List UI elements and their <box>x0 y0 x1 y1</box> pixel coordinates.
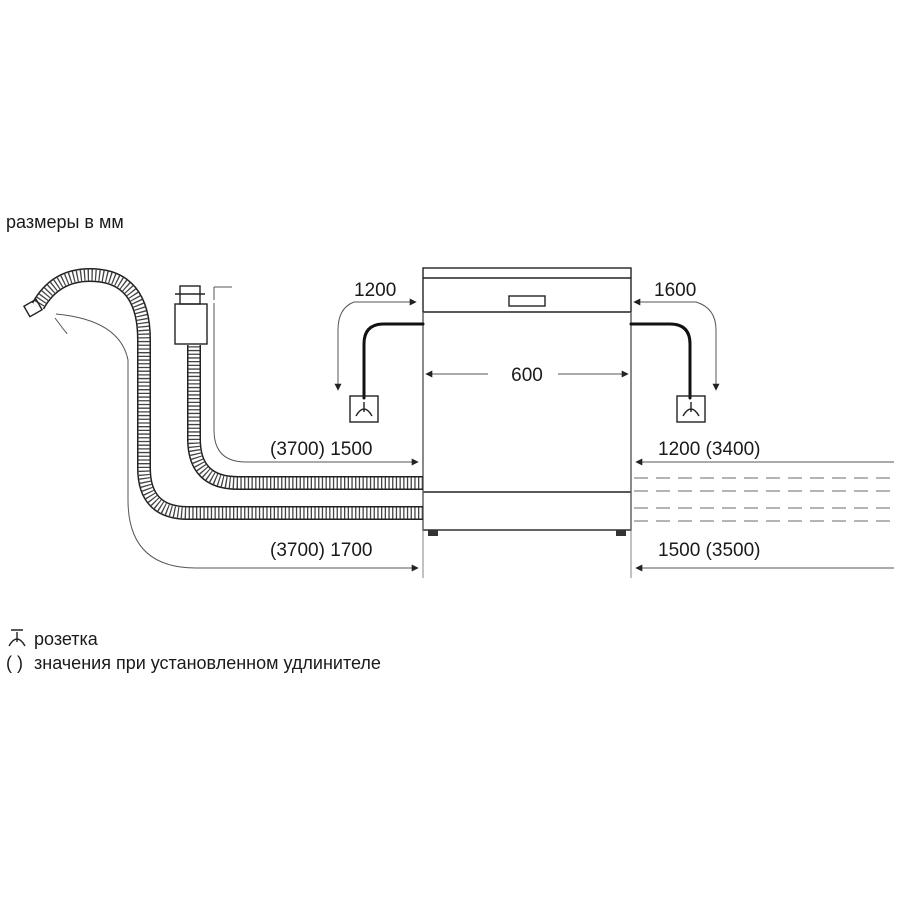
drain-connector <box>174 285 208 345</box>
legend-paren-symbol: ( ) <box>6 653 23 673</box>
legend-socket-label: розетка <box>34 629 99 649</box>
width-dimension: 600 <box>425 365 629 386</box>
right-hose: 1600 <box>629 280 720 400</box>
right-lower-label: 1500 (3500) <box>658 540 760 561</box>
legend-paren-label: значения при установленном удлинителе <box>34 653 381 673</box>
socket-icon <box>349 395 379 423</box>
right-hose-label: 1600 <box>654 280 696 301</box>
left-upper-dimension: (3700) 1500 <box>213 303 419 466</box>
dishwasher-foot-left <box>428 530 438 536</box>
left-cord-label: 1200 <box>354 280 396 301</box>
legend-socket-icon <box>8 629 26 647</box>
lower-corrugated-hose <box>22 267 423 520</box>
left-cord: 1200 <box>334 280 425 400</box>
tap-icon <box>676 395 706 423</box>
dishwasher-display <box>508 295 546 307</box>
legend: розетка ( ) значения при установленном у… <box>6 629 381 673</box>
right-upper-dimension: 1200 (3400) <box>635 439 894 466</box>
width-label: 600 <box>511 365 543 386</box>
left-upper-label: (3700) 1500 <box>270 439 372 460</box>
dishwasher-foot-right <box>616 530 626 536</box>
units-note: размеры в мм <box>6 212 124 232</box>
right-lower-dimension: 1500 (3500) <box>635 540 894 572</box>
left-lower-label: (3700) 1700 <box>270 540 372 561</box>
upper-corrugated-hose <box>187 345 423 490</box>
dishwasher <box>422 267 632 536</box>
extension-dashes <box>634 477 896 522</box>
dishwasher-body <box>422 267 632 531</box>
left-lower-dimension: (3700) 1700 <box>54 313 418 568</box>
drain-height-marker <box>213 286 232 300</box>
right-upper-label: 1200 (3400) <box>658 439 760 460</box>
